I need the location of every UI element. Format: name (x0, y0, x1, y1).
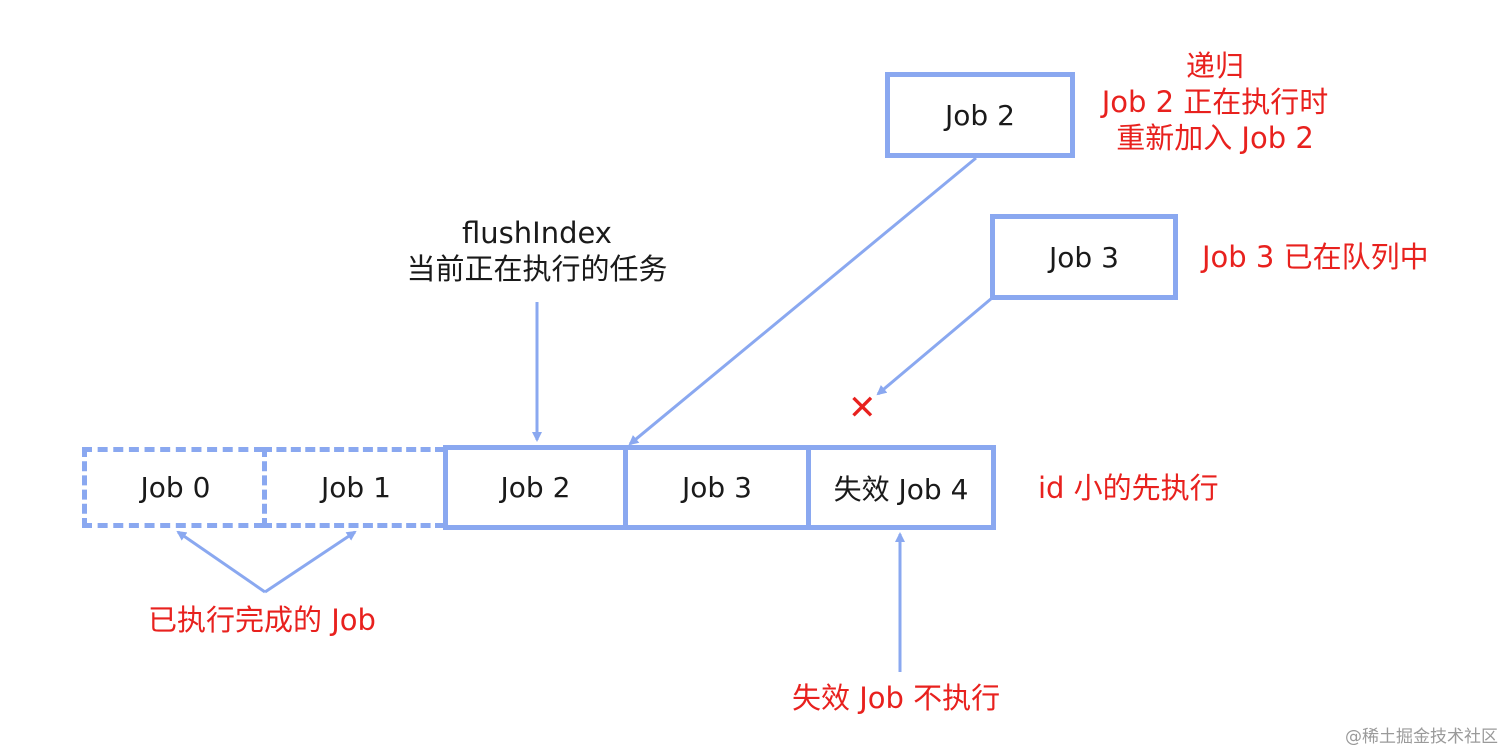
incoming-job-3: Job 3 (990, 214, 1178, 300)
queue-job-4: 失效 Job 4 (806, 445, 996, 530)
incoming-job-3-label: Job 3 (1049, 240, 1119, 274)
queue-job-2: Job 2 (443, 445, 628, 530)
queue-job-0-label: Job 0 (140, 471, 211, 504)
queue-job-4-label: 失效 Job 4 (833, 472, 969, 506)
incoming-job-2: Job 2 (885, 72, 1075, 158)
flush-index-label: flushIndex 当前正在执行的任务 (370, 215, 704, 287)
queue-job-0: Job 0 (82, 447, 264, 528)
queue-job-2-label: Job 2 (500, 471, 571, 504)
rejected-x-icon: ✕ (848, 388, 877, 428)
flush-index-subtitle: 当前正在执行的任务 (406, 252, 668, 286)
watermark: @稀土掘金技术社区 (1345, 727, 1498, 747)
done-jobs-note: 已执行完成的 Job (148, 603, 376, 637)
job2-note-line-2: Job 2 正在执行时 (1101, 85, 1329, 119)
queue-job-1: Job 1 (262, 447, 445, 528)
invalid-job-note: 失效 Job 不执行 (792, 681, 1001, 715)
order-note: id 小的先执行 (1038, 471, 1219, 505)
done-jobs-arrow-right (264, 530, 357, 594)
queue-job-3-label: Job 3 (682, 471, 752, 504)
job3-rejected-arrow (876, 296, 993, 396)
queue-job-1-label: Job 1 (321, 471, 391, 504)
job2-note-line-3: 重新加入 Job 2 (1116, 121, 1314, 155)
incoming-job-2-label: Job 2 (945, 98, 1015, 132)
done-jobs-arrow-left (176, 530, 266, 594)
job2-note-line-1: 递归 (1185, 49, 1244, 83)
job3-note: Job 3 已在队列中 (1202, 240, 1429, 274)
job2-reinsert-arrow (628, 156, 977, 446)
queue-job-3: Job 3 (623, 445, 811, 530)
flush-index-title: flushIndex (462, 216, 612, 250)
job2-note: 递归 Job 2 正在执行时 重新加入 Job 2 (1090, 48, 1340, 156)
